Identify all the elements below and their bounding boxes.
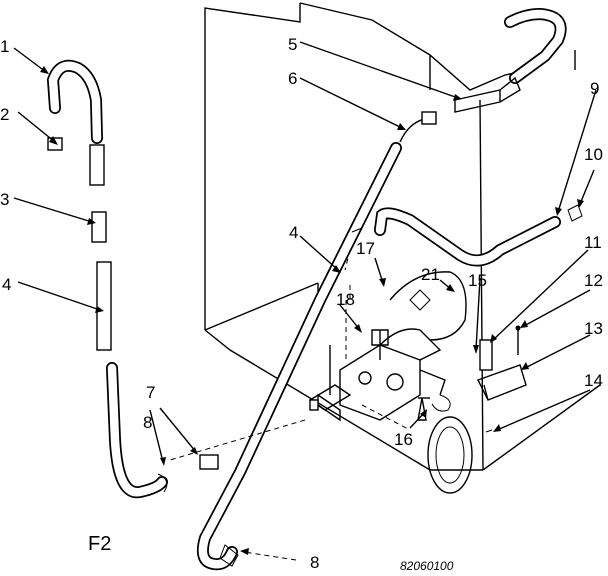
callout-21: 21	[421, 265, 440, 284]
callout-16: 16	[394, 430, 413, 449]
left-tube-assembly	[46, 59, 168, 499]
callout-8-lower: 8	[310, 553, 319, 572]
small-parts	[477, 325, 527, 433]
callout-11: 11	[584, 233, 602, 252]
callout-15: 15	[468, 271, 487, 290]
tube-segment	[96, 261, 112, 351]
upper-hook-tube	[454, 7, 567, 113]
callout-labels: 1 2 3 4 5 6 4 9 10 11 12 13 14 15 17 21 …	[0, 35, 603, 572]
callout-1: 1	[0, 37, 9, 56]
callout-18: 18	[336, 290, 355, 309]
tube-sleeve	[89, 144, 105, 186]
callout-5: 5	[288, 35, 297, 54]
callout-4-right: 4	[289, 223, 298, 242]
part-number: 82060100	[400, 559, 454, 573]
inlet-tube	[374, 204, 583, 267]
callout-8-upper: 8	[143, 413, 152, 432]
callout-10: 10	[584, 145, 603, 164]
callout-13: 13	[584, 319, 603, 338]
callout-12: 12	[584, 271, 603, 290]
callout-9: 9	[590, 79, 599, 98]
callout-14: 14	[584, 371, 603, 390]
tube-fitting	[91, 211, 107, 243]
water-valve	[169, 300, 451, 461]
fittings	[199, 397, 430, 470]
cabinet-outline	[204, 2, 601, 471]
callout-3: 3	[0, 190, 9, 209]
callout-2: 2	[0, 105, 9, 124]
callout-7: 7	[146, 383, 155, 402]
figure-label: F2	[88, 533, 111, 555]
leader-lines	[13, 41, 597, 561]
callout-6: 6	[288, 69, 297, 88]
valve-bracket	[344, 249, 473, 494]
callout-4-left: 4	[2, 275, 11, 294]
callout-17: 17	[356, 239, 375, 258]
diagonal-tube	[196, 111, 437, 571]
